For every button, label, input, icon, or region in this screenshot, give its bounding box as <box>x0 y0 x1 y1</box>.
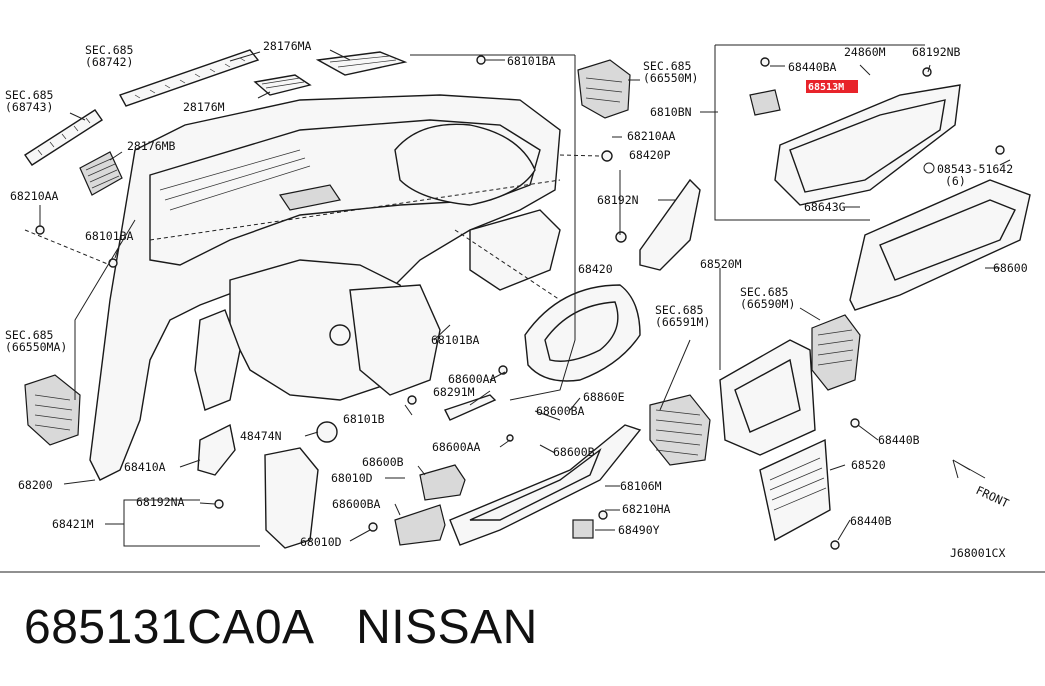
clip-68490Y <box>572 519 594 539</box>
glove-box-inset: 68513M <box>714 44 961 221</box>
label-68420: 68420 <box>578 262 613 276</box>
label-68600BA-b: 68600BA <box>332 497 381 511</box>
label-68440B-b: 68440B <box>850 514 892 528</box>
label-68106M: 68106M <box>620 479 662 493</box>
defroster-grille-68742 <box>118 49 260 107</box>
label-sec685-66590M-b: (66590M) <box>740 297 795 311</box>
glove-box-lid-68600 <box>849 179 1031 311</box>
label-68860E: 68860E <box>583 390 625 404</box>
fasteners <box>35 55 1005 550</box>
label-28176MA: 28176MA <box>263 39 312 53</box>
highlight-label-68513M: 68513M <box>806 80 858 93</box>
lower-cover-68410A <box>197 423 236 476</box>
label-68210AA-left: 68210AA <box>10 189 59 203</box>
label-68520: 68520 <box>851 458 886 472</box>
part-number: 685131CA0A <box>24 601 315 654</box>
label-68200: 68200 <box>18 478 53 492</box>
label-sec685-66550M-a: SEC.685 <box>643 59 691 73</box>
speaker-grille-28176M <box>253 74 312 96</box>
label-28176M: 28176M <box>183 100 225 114</box>
label-6810BN: 6810BN <box>650 105 692 119</box>
side-vent-66550M <box>577 59 631 119</box>
label-sec685-68743-b: (68743) <box>5 100 53 114</box>
label-68101BA-mid: 68101BA <box>431 333 480 347</box>
label-68010D-b: 68010D <box>300 535 342 549</box>
label-68600AA-a: 68600AA <box>448 372 497 386</box>
label-68192NA: 68192NA <box>136 495 185 509</box>
label-48474N: 48474N <box>240 429 282 443</box>
label-68643G: 68643G <box>804 200 846 214</box>
speaker-grille-28176MA <box>315 51 408 76</box>
label-68101BA-left: 68101BA <box>85 229 134 243</box>
label-68600B-a: 68600B <box>553 445 595 459</box>
leader-lines <box>24 49 1011 547</box>
panel-68520 <box>759 438 831 542</box>
center-vent-66591M <box>649 394 711 466</box>
label-68600BA: 68600BA <box>536 404 585 418</box>
label-sec685-68742-a: SEC.685 <box>85 43 133 57</box>
label-68421M: 68421M <box>52 517 94 531</box>
label-68101BA-top: 68101BA <box>507 54 556 68</box>
switch-panel-68600B-a <box>419 464 466 501</box>
label-08543: 08543-51642 <box>937 162 1013 176</box>
label-68420P: 68420P <box>629 148 671 162</box>
label-68101B: 68101B <box>343 412 385 426</box>
label-68192N: 68192N <box>597 193 639 207</box>
label-68600AA-b: 68600AA <box>432 440 481 454</box>
label-68410A: 68410A <box>124 460 166 474</box>
label-68010D-a: 68010D <box>331 471 373 485</box>
side-vent-66550MA <box>24 374 81 446</box>
label-68490Y: 68490Y <box>618 523 660 537</box>
ring-48474N <box>316 421 338 443</box>
front-arrow: FRONT <box>952 459 1011 510</box>
label-sec685-66550MA-a: SEC.685 <box>5 328 53 342</box>
label-68210AA-mid: 68210AA <box>627 129 676 143</box>
label-sec685-66591M-a: SEC.685 <box>655 303 703 317</box>
instrument-panel-68200 <box>89 94 561 481</box>
label-68440BA: 68440BA <box>788 60 837 74</box>
switch-panel-68600B-b <box>394 504 446 546</box>
circle-s-icon <box>923 162 935 174</box>
svg-text:68513M: 68513M <box>808 82 844 93</box>
speaker-grille-28176MB <box>79 151 123 196</box>
label-sec685-68743-a: SEC.685 <box>5 88 53 102</box>
label-68210HA: 68210HA <box>622 502 671 516</box>
part-labels: SEC.685 (68742) 28176MA SEC.685 (68743) … <box>5 39 1028 560</box>
label-28176MB: 28176MB <box>127 139 176 153</box>
label-sec685-66590M-a: SEC.685 <box>740 285 788 299</box>
label-sec685-68742-b: (68742) <box>85 55 133 69</box>
side-panel-68421M <box>264 447 319 549</box>
label-08543-qty: (6) <box>945 174 966 188</box>
label-sec685-66550MA-b: (66550MA) <box>5 340 67 354</box>
label-diagram-code: J68001CX <box>950 546 1005 560</box>
label-68440B-a: 68440B <box>878 433 920 447</box>
label-68520M: 68520M <box>700 257 742 271</box>
label-68192NB: 68192NB <box>912 45 961 59</box>
label-24860M: 24860M <box>844 45 886 59</box>
center-cluster-68520M <box>719 314 861 456</box>
label-68600B-b: 68600B <box>362 455 404 469</box>
label-sec685-66591M-b: (66591M) <box>655 315 710 329</box>
bracket-68291M <box>444 394 497 421</box>
footer-caption: 685131CA0A NISSAN <box>24 600 538 655</box>
label-sec685-66550M-b: (66550M) <box>643 71 698 85</box>
svg-text:FRONT: FRONT <box>974 483 1011 510</box>
trim-68420P <box>639 178 701 271</box>
brand-name: NISSAN <box>356 601 538 654</box>
lower-panel-68106M <box>449 424 642 546</box>
side-defroster-68743 <box>24 109 103 166</box>
label-68600: 68600 <box>993 261 1028 275</box>
cluster-hood-68420 <box>524 284 641 382</box>
label-68291M: 68291M <box>433 385 475 399</box>
